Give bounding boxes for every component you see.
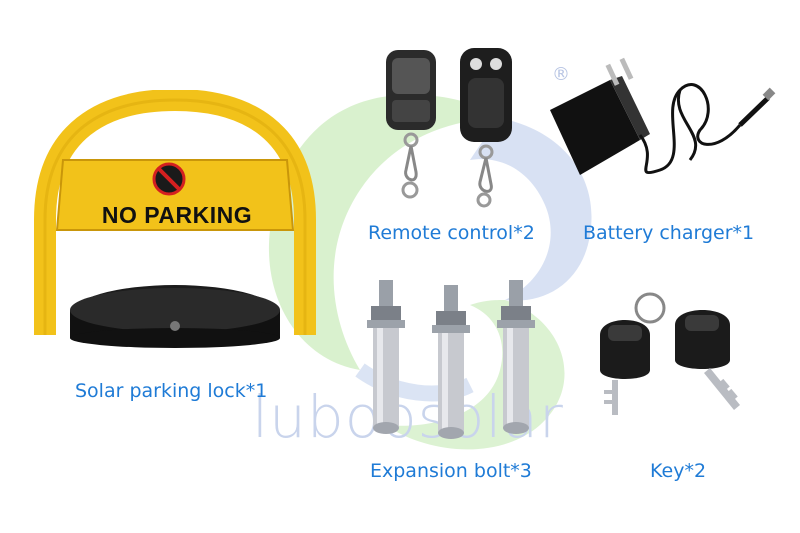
caption-battery-charger: Battery charger*1 [583, 222, 755, 244]
parking-lock-image [34, 90, 316, 348]
caption-parking-lock: Solar parking lock*1 [75, 380, 268, 402]
no-parking-icon [152, 162, 186, 196]
no-parking-sign: NO PARKING [101, 202, 253, 228]
caption-expansion-bolt: Expansion bolt*3 [370, 460, 532, 482]
registered-mark: ® [552, 64, 570, 85]
battery-charger-image [550, 57, 776, 175]
caption-remote-control: Remote control*2 [368, 222, 535, 244]
expansion-bolt-image [367, 280, 535, 439]
caption-key: Key*2 [650, 460, 707, 482]
key-image [600, 292, 740, 415]
remote-control-image [386, 48, 512, 208]
